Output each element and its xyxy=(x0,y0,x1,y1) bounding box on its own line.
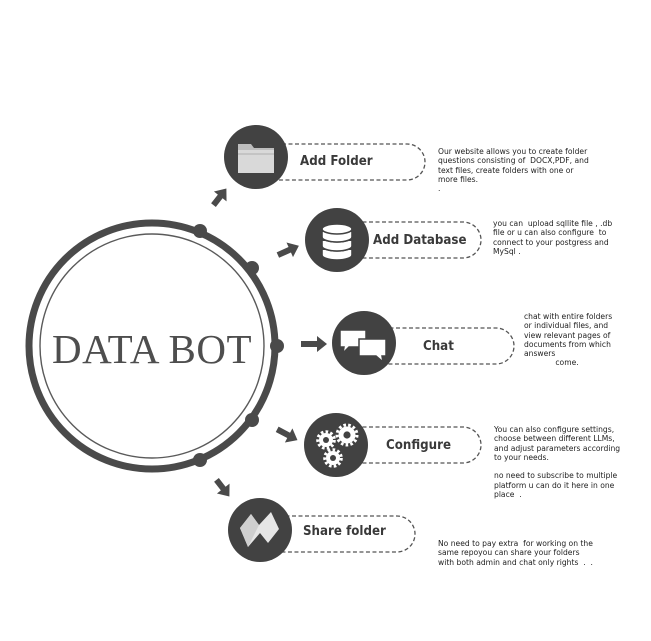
label-configure: Configure xyxy=(386,437,452,453)
desc-configure: You can also configure settings, choose … xyxy=(494,425,621,500)
share-icon xyxy=(240,512,279,547)
label-add-database: Add Database xyxy=(373,232,467,248)
arrow-to-configure xyxy=(275,426,298,443)
gears-icon xyxy=(316,423,359,468)
ring-dot-share xyxy=(193,453,207,467)
ring-dot-configure xyxy=(245,413,259,427)
arrow-to-database xyxy=(276,242,299,258)
ring-dot-folder xyxy=(193,224,207,238)
pill-add-folder xyxy=(256,143,426,181)
ring-dot-database xyxy=(245,261,259,275)
pill-configure xyxy=(330,426,482,464)
pill-share-folder xyxy=(266,515,416,553)
arrow-to-folder xyxy=(211,188,227,207)
database-icon xyxy=(321,223,353,261)
pill-add-database xyxy=(330,221,482,259)
arrow-to-chat xyxy=(301,336,327,352)
desc-share-folder: No need to pay extra for working on the … xyxy=(438,539,593,567)
label-add-folder: Add Folder xyxy=(300,153,373,169)
arrow-to-share xyxy=(214,478,230,497)
pill-chat xyxy=(370,327,515,365)
desc-chat: chat with entire folders or individual f… xyxy=(524,312,613,368)
label-share-folder: Share folder xyxy=(303,523,386,539)
ring-dots xyxy=(193,224,284,467)
chat-bubbles-icon xyxy=(339,329,387,364)
desc-add-folder: Our website allows you to create folder … xyxy=(438,147,589,194)
desc-add-database: you can upload sqllite file , .db file o… xyxy=(493,219,613,256)
ring-dot-chat xyxy=(270,339,284,353)
label-chat: Chat xyxy=(423,338,454,354)
label-pills xyxy=(256,143,515,553)
arrows xyxy=(211,188,327,497)
center-title: DATA BOT xyxy=(52,326,253,372)
folder-icon xyxy=(238,144,274,173)
